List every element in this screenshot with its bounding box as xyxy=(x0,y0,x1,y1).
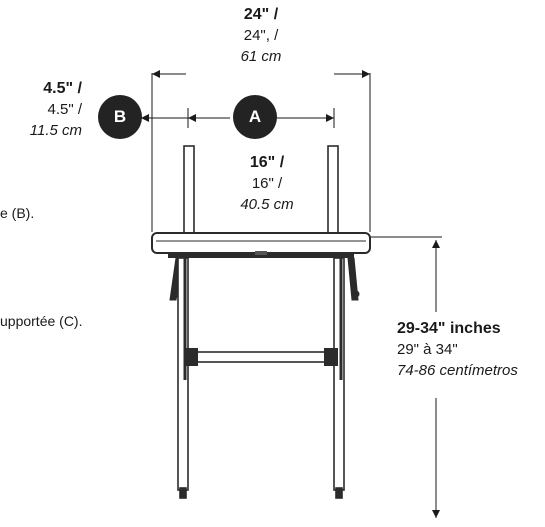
height-label: 29-34" inches 29" à 34" 74-86 centímetro… xyxy=(397,320,545,379)
dimension-arrows xyxy=(141,70,440,518)
width-label: 24" / 24", / 61 cm xyxy=(206,6,316,65)
tabletop xyxy=(151,232,371,258)
height-line1: 29-34" inches xyxy=(397,320,501,337)
inner-width-line2: 16" / xyxy=(251,175,283,193)
height-line3: 74-86 centímetros xyxy=(397,361,518,379)
arm-gap-line3: 11.5 cm xyxy=(29,121,82,139)
arm-gap-line1: 4.5" / xyxy=(43,80,82,97)
height-line2: 29" à 34" xyxy=(397,341,458,359)
legs xyxy=(177,257,345,499)
badge-a: A xyxy=(233,95,277,139)
arm-gap-label: 4.5" / 4.5" / 11.5 cm xyxy=(0,80,82,139)
width-line2: 24", / xyxy=(243,27,279,45)
adjustment-knobs xyxy=(169,257,360,301)
dimension-lines xyxy=(141,73,442,518)
side-note-b: e (B). xyxy=(0,205,35,221)
inner-width-line1: 16" / xyxy=(249,154,285,171)
side-note-c: upportée (C). xyxy=(0,313,83,329)
inner-width-label: 16" / 16" / 40.5 cm xyxy=(212,154,322,213)
width-line3: 61 cm xyxy=(240,47,282,65)
badge-b: B xyxy=(98,95,142,139)
width-line1: 24" / xyxy=(243,6,279,23)
footrest-bar xyxy=(184,348,338,366)
inner-width-line3: 40.5 cm xyxy=(240,195,294,213)
arm-gap-line2: 4.5" / xyxy=(47,101,82,119)
